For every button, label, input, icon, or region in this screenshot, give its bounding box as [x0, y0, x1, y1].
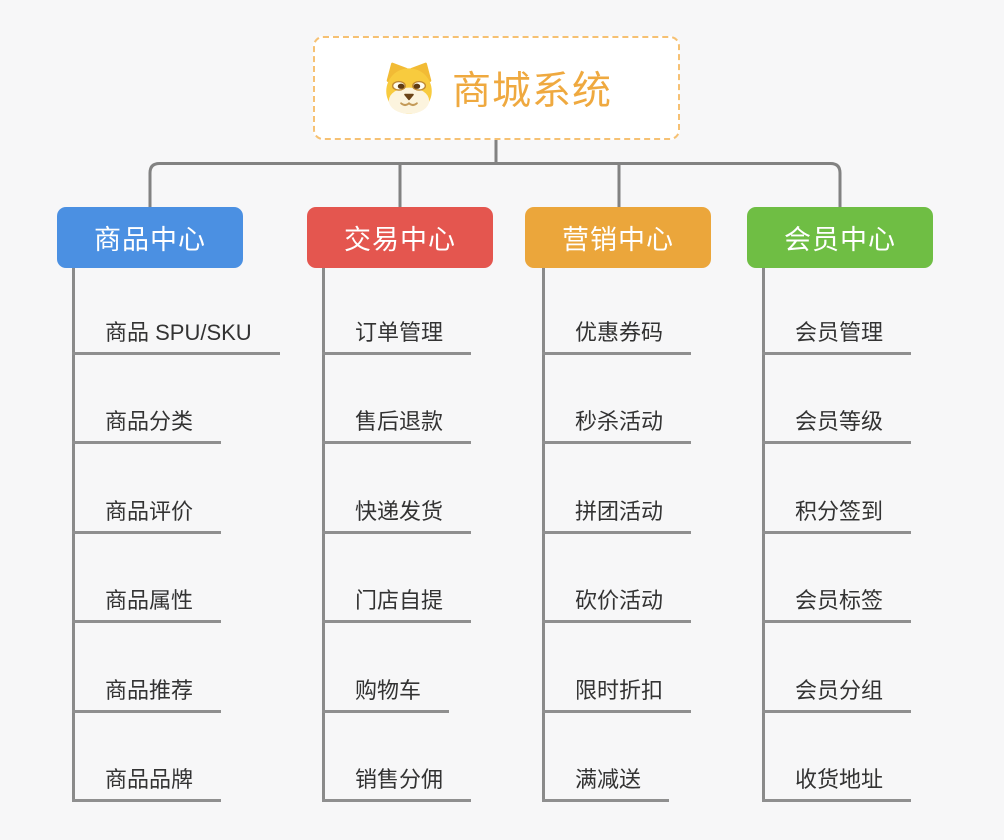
subtopic-node[interactable]: 门店自提	[322, 584, 472, 623]
shiba-dog-face-icon	[386, 62, 432, 114]
subtopic-node[interactable]: 商品推荐	[72, 674, 222, 713]
subtopic-node[interactable]: 订单管理	[322, 316, 472, 355]
subtopic-node[interactable]: 会员分组	[762, 674, 912, 713]
branch-trunk-line-1	[72, 268, 75, 802]
subtopic-node[interactable]: 商品 SPU/SKU	[72, 316, 280, 355]
subtopic-node[interactable]: 积分签到	[762, 495, 912, 534]
subtopic-node[interactable]: 商品属性	[72, 584, 222, 623]
branch-trunk-line-2	[322, 268, 325, 802]
subtopic-node[interactable]: 秒杀活动	[542, 405, 692, 444]
subtopic-node[interactable]: 优惠券码	[542, 316, 692, 355]
subtopic-node[interactable]: 售后退款	[322, 405, 472, 444]
branch-node-product-center[interactable]: 商品中心	[57, 207, 243, 268]
subtopic-node[interactable]: 拼团活动	[542, 495, 692, 534]
subtopic-node[interactable]: 商品评价	[72, 495, 222, 534]
subtopic-node[interactable]: 收货地址	[762, 763, 912, 802]
subtopic-node[interactable]: 满减送	[542, 763, 670, 802]
subtopic-node[interactable]: 会员管理	[762, 316, 912, 355]
subtopic-node[interactable]: 会员等级	[762, 405, 912, 444]
rail-line	[148, 162, 842, 209]
root-node-mall-system[interactable]: 商城系统	[313, 36, 680, 140]
branch-trunk-line-4	[762, 268, 765, 802]
subtopic-node[interactable]: 商品分类	[72, 405, 222, 444]
branch-node-member-center[interactable]: 会员中心	[747, 207, 933, 268]
branch-node-marketing-center[interactable]: 营销中心	[525, 207, 711, 268]
subtopic-node[interactable]: 快递发货	[322, 495, 472, 534]
subtopic-node[interactable]: 销售分佣	[322, 763, 472, 802]
subtopic-node[interactable]: 会员标签	[762, 584, 912, 623]
connector-lines	[148, 138, 842, 209]
subtopic-node[interactable]: 限时折扣	[542, 674, 692, 713]
root-title: 商城系统	[451, 70, 612, 113]
branch-trunk-line-3	[542, 268, 545, 802]
subtopic-node[interactable]: 商品品牌	[72, 763, 222, 802]
subtopic-node[interactable]: 购物车	[322, 674, 450, 713]
subtopic-node[interactable]: 砍价活动	[542, 584, 692, 623]
branch-node-trade-center[interactable]: 交易中心	[307, 207, 493, 268]
